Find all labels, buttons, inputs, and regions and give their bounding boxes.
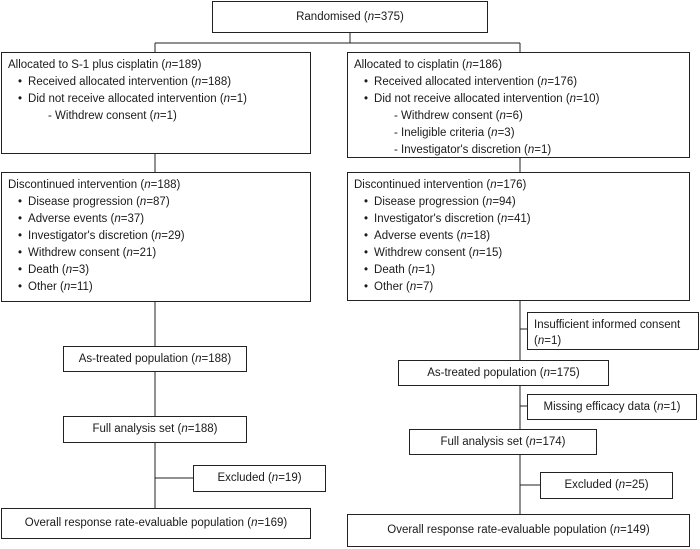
left-disc-reason: Death (n=3): [8, 262, 304, 279]
left-disc-reason: Disease progression (n=87): [8, 194, 304, 211]
right-response-label: Overall response rate-evaluable populati…: [387, 524, 650, 536]
right-excluded-box: Excluded (n=25): [540, 472, 673, 499]
left-received-label: Received allocated intervention (n=188): [8, 74, 304, 91]
left-disc-reason: Investigator's discretion (n=29): [8, 228, 304, 245]
randomised-label: Randomised (n=375): [296, 10, 404, 23]
left-disc-reason: Other (n=11): [8, 279, 304, 296]
right-received-label: Received allocated intervention (n=176): [354, 74, 683, 91]
left-response-box: Overall response rate-evaluable populati…: [1, 508, 311, 539]
right-insufficient-consent-label: Insufficient informed consent (n=1): [534, 319, 681, 347]
right-full-analysis-box: Full analysis set (n=174): [409, 429, 597, 455]
right-missing-efficacy-box: Missing efficacy data (n=1): [527, 394, 697, 420]
right-as-treated-label: As-treated population (n=175): [427, 366, 580, 379]
left-discontinued-box: Discontinued intervention (n=188) Diseas…: [1, 172, 311, 302]
left-discontinued-label: Discontinued intervention (n=188): [8, 179, 181, 191]
right-disc-reason: Withdrew consent (n=15): [354, 245, 683, 262]
right-reason: Investigator's discretion (n=1): [354, 142, 683, 159]
right-allocation-box: Allocated to cisplatin (n=186) Received …: [347, 52, 690, 158]
left-excluded-box: Excluded (n=19): [193, 465, 326, 492]
randomised-box: Randomised (n=375): [212, 1, 488, 33]
right-disc-reason: Other (n=7): [354, 279, 683, 296]
left-disc-reason: Adverse events (n=37): [8, 211, 304, 228]
left-allocated-label: Allocated to S-1 plus cisplatin (n=189): [8, 59, 202, 71]
right-discontinued-label: Discontinued intervention (n=176): [354, 179, 527, 191]
right-disc-reason: Adverse events (n=18): [354, 228, 683, 245]
right-as-treated-box: As-treated population (n=175): [398, 360, 609, 386]
right-disc-reason: Death (n=1): [354, 262, 683, 279]
left-as-treated-box: As-treated population (n=188): [63, 346, 247, 372]
right-insufficient-consent-box: Insufficient informed consent (n=1): [527, 312, 699, 350]
left-allocation-box: Allocated to S-1 plus cisplatin (n=189) …: [1, 52, 311, 154]
left-reason-withdrew: Withdrew consent (n=1): [8, 108, 304, 125]
right-excluded-label: Excluded (n=25): [564, 479, 649, 491]
left-response-label: Overall response rate-evaluable populati…: [24, 517, 288, 529]
right-allocated-label: Allocated to cisplatin (n=186): [354, 59, 503, 71]
right-disc-reason: Investigator's discretion (n=41): [354, 211, 683, 228]
left-excluded-label: Excluded (n=19): [217, 472, 302, 484]
right-missing-efficacy-label: Missing efficacy data (n=1): [543, 400, 681, 413]
right-not-received-label: Did not receive allocated intervention (…: [354, 91, 683, 108]
right-full-analysis-label: Full analysis set (n=174): [440, 435, 566, 448]
right-reason: Ineligible criteria (n=3): [354, 125, 683, 142]
left-full-analysis-box: Full analysis set (n=188): [63, 416, 247, 443]
left-not-received-label: Did not receive allocated intervention (…: [8, 91, 304, 108]
right-reason: Withdrew consent (n=6): [354, 108, 683, 125]
left-as-treated-label: As-treated population (n=188): [78, 352, 232, 365]
left-disc-reason: Withdrew consent (n=21): [8, 245, 304, 262]
right-response-box: Overall response rate-evaluable populati…: [347, 514, 690, 547]
right-disc-reason: Disease progression (n=94): [354, 194, 683, 211]
left-full-analysis-label: Full analysis set (n=188): [92, 423, 218, 435]
right-discontinued-box: Discontinued intervention (n=176) Diseas…: [347, 172, 690, 301]
